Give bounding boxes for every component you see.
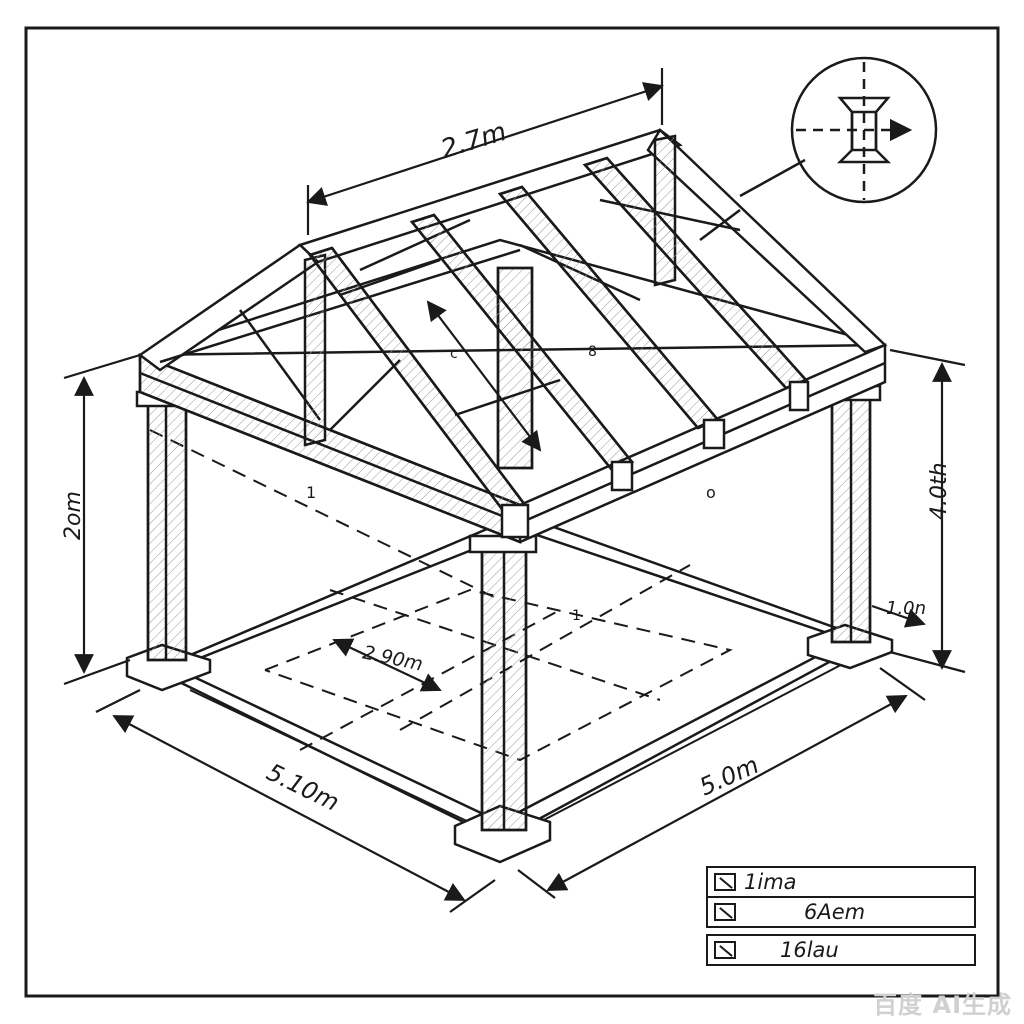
roof-structure [137,128,888,539]
rafter-mark-2: 8 [588,344,597,360]
legend-row-3-text: 16lau [780,938,839,962]
legend-symbol-icon [714,873,736,891]
drawing-border [24,26,1000,998]
beam-mark-right: o [706,483,716,502]
right-height-label: 4.0th [927,462,952,520]
front-right-length-label: 5.0m [695,751,763,802]
detail-callout [739,56,938,204]
footing-offset-label: 1.0n [886,598,926,619]
legend-row-2: 6Aem [706,896,976,928]
legend-row-1: 1ima [706,866,976,898]
left-height-label: 2om [61,491,86,540]
legend-symbol-icon [714,941,736,959]
beam-mark-left: 1 [306,483,316,502]
rafter-mark-1: c [450,346,458,362]
dimension-lines [63,68,966,913]
legend-row-3: 16lau [706,934,976,966]
legend-symbol-icon [714,903,736,921]
legend-row-2-text: 6Aem [804,900,866,924]
ridge-length-label: 2.7m [438,117,511,165]
watermark: 百度 AI生成 [873,991,1012,1019]
legend-row-1-text: 1ima [744,870,797,894]
front-left-length-label: 5.10m [262,758,343,817]
floor-mark: 1 [572,608,581,624]
